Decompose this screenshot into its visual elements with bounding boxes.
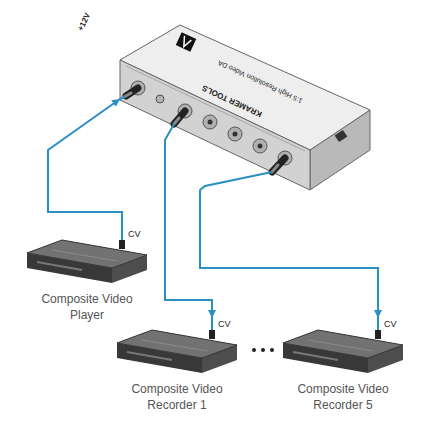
device-name: Composite Video Recorder 5	[278, 382, 408, 413]
ellipsis-dots	[252, 348, 274, 352]
video-cable	[165, 190, 212, 318]
device-name: Composite Video Player	[22, 292, 152, 323]
player-device: CV Composite Video Player	[22, 228, 152, 325]
recorder-device: CV Composite Video Recorder 5	[278, 318, 408, 415]
device-name: Composite Video Recorder 1	[112, 382, 242, 413]
recorder-device: CV Composite Video Recorder 1	[112, 318, 242, 415]
distribution-amplifier: 1:5 High Resolution Video DAKRAMER TOOLS	[120, 5, 375, 190]
port-label: CV	[128, 229, 141, 239]
video-cable	[200, 190, 378, 318]
port-label: CV	[218, 319, 231, 329]
port-label: CV	[384, 319, 397, 329]
power-label: +12V	[76, 12, 92, 33]
video-cable	[48, 99, 122, 228]
brand-name: KRAMER TOOLS	[201, 83, 263, 119]
